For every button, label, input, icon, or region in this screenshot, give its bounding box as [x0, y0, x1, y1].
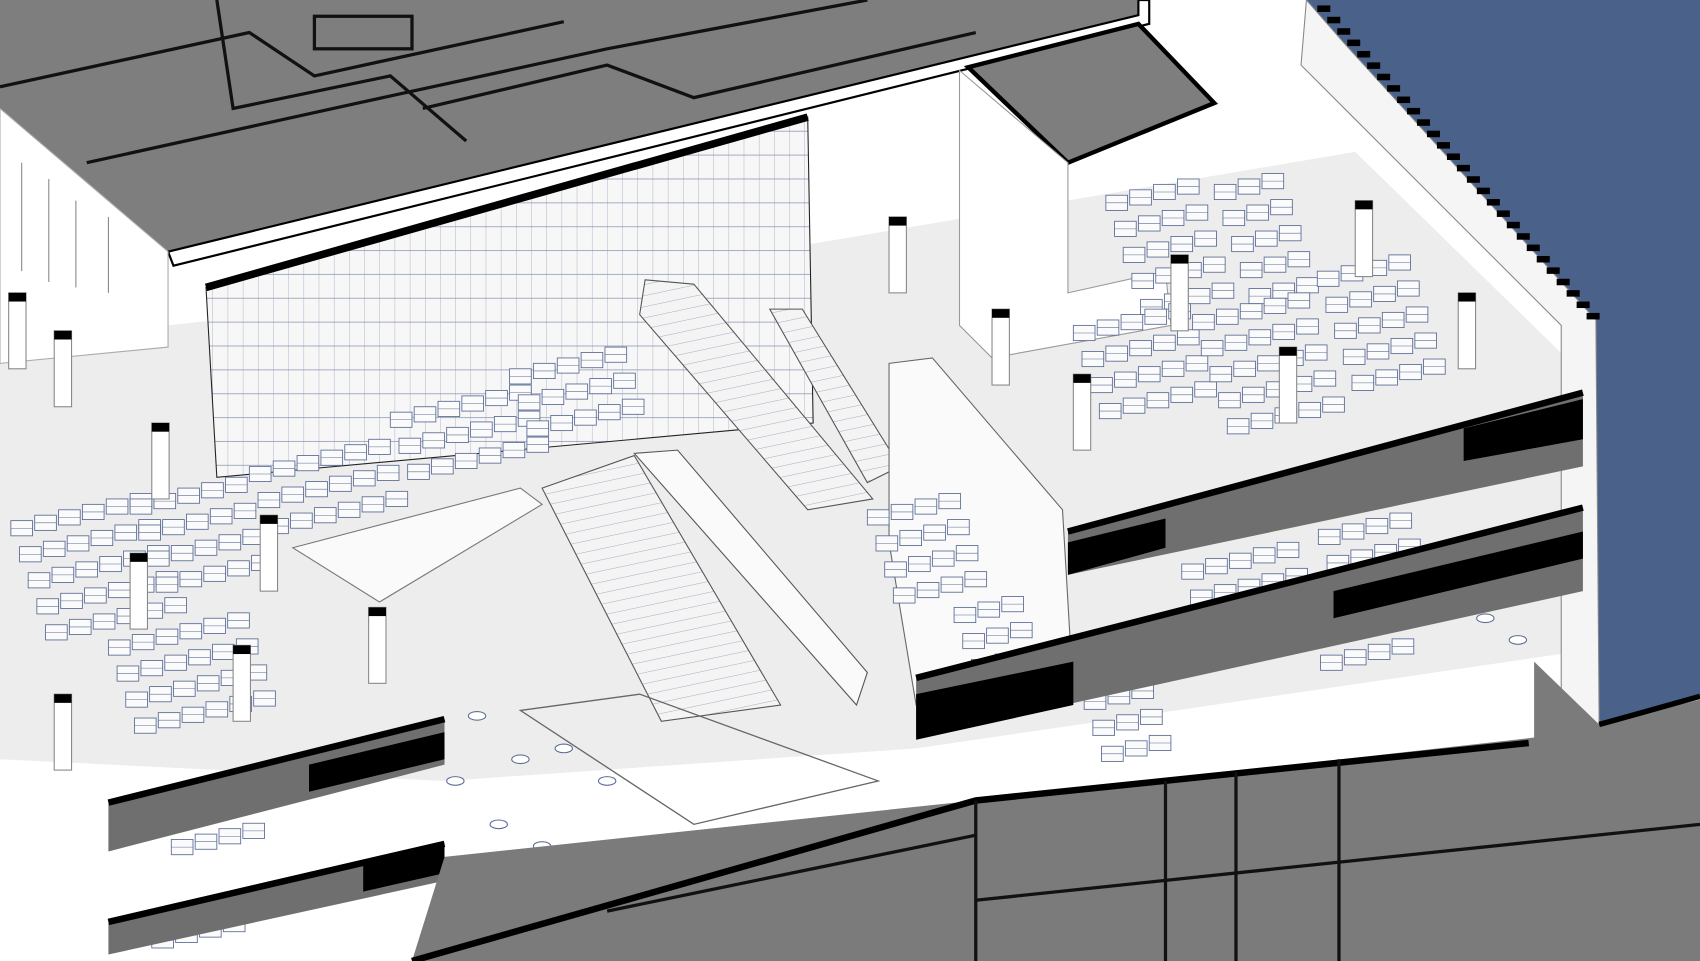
roof-walls: [0, 0, 977, 165]
stair-landing: [291, 487, 544, 603]
column: [1170, 254, 1189, 332]
column: [1072, 373, 1092, 451]
stepped-seating: [518, 693, 881, 826]
column: [1354, 200, 1374, 278]
facade-fin: [1397, 96, 1411, 104]
tower-roof: [963, 21, 1219, 166]
slab-edge: [1067, 389, 1584, 535]
column: [888, 216, 907, 294]
column-cap: [368, 607, 386, 617]
facade-fin: [1327, 16, 1341, 24]
column-cap: [151, 423, 170, 432]
slab-left-lower-black: [363, 843, 445, 892]
furniture: [10, 173, 1528, 949]
bookshelf-wall-top: [204, 113, 809, 292]
grand-stair-balustrade: [633, 449, 868, 707]
cafe-table: [489, 819, 508, 830]
facade-fin: [1367, 62, 1381, 69]
roof-edge-wall: [166, 0, 1151, 268]
column-cap: [130, 553, 148, 562]
slab-right-upper-black: [1067, 518, 1166, 575]
facade-fin: [1347, 39, 1361, 47]
cafe-table: [554, 743, 573, 754]
facade-fin: [1506, 221, 1520, 229]
column-cap: [1458, 292, 1476, 302]
column-cap: [260, 515, 278, 524]
roof: [0, 0, 1139, 252]
facade-fin: [1337, 28, 1351, 35]
column: [129, 552, 148, 630]
slab-edge: [107, 840, 446, 926]
facade-fin: [1436, 142, 1450, 149]
facade-fin: [1486, 199, 1500, 206]
slab-right-mid-black-2: [1333, 531, 1583, 619]
cafe-table: [1476, 613, 1495, 624]
left-wall: [0, 107, 169, 364]
facade-fin: [1576, 301, 1590, 309]
facade-fin: [1456, 164, 1470, 172]
cafe-table: [467, 710, 487, 721]
slab-left-lower: [108, 846, 445, 955]
column: [53, 330, 73, 408]
cafe-table: [511, 754, 530, 765]
facade-fin: [1476, 187, 1490, 195]
facade-fin: [1417, 119, 1431, 126]
column: [151, 422, 170, 500]
facade-fins: [1317, 5, 1600, 320]
slab-edge: [107, 715, 446, 806]
column-cap: [233, 645, 251, 655]
cafe-table: [597, 776, 617, 786]
columns: [8, 200, 1477, 771]
facade-fin: [1387, 85, 1401, 92]
column: [232, 644, 251, 722]
cafe-table: [446, 776, 465, 786]
ground-line: [1598, 693, 1700, 728]
column-cap: [1170, 254, 1189, 264]
facade-fin: [1586, 312, 1600, 320]
column: [1457, 292, 1477, 370]
facade-fin: [1317, 5, 1331, 12]
column-cap: [889, 216, 907, 226]
facade-fin: [1377, 73, 1391, 81]
facade-fin: [1407, 107, 1421, 115]
slab-right-upper-black-2: [1463, 399, 1583, 461]
upper-stair: [639, 279, 874, 511]
slab-right-mid: [916, 509, 1583, 738]
column-cap: [1073, 374, 1091, 383]
column: [259, 514, 279, 592]
facade-fin: [1357, 50, 1371, 58]
facade-fin: [1427, 130, 1441, 138]
facade-fin: [1466, 176, 1480, 183]
column: [8, 292, 27, 370]
column-cap: [1355, 200, 1373, 210]
basement-walls: [606, 759, 1700, 961]
cafe-table: [1508, 635, 1528, 645]
slab-right-mid-black: [916, 661, 1074, 740]
slab-right-upper: [1067, 395, 1583, 575]
facade-fin: [1536, 255, 1550, 263]
facade-fin: [1566, 290, 1580, 297]
column: [53, 693, 73, 771]
left-wall-windows: [21, 162, 109, 293]
slab-edge: [915, 504, 1584, 682]
facade-fin: [1496, 210, 1510, 217]
facade-fin: [1516, 233, 1530, 240]
column: [368, 606, 387, 684]
facade-fin: [1446, 153, 1460, 160]
column-cap: [54, 330, 72, 340]
grand-stair: [541, 454, 782, 722]
facade-fin: [1546, 267, 1560, 274]
facade-fin: [1556, 278, 1570, 286]
facade-fin: [1526, 244, 1540, 252]
column-cap: [54, 694, 72, 703]
column: [991, 308, 1010, 386]
slab-left-upper-black: [308, 732, 445, 792]
column-cap: [992, 309, 1010, 318]
column: [1278, 346, 1298, 424]
sky: [1306, 0, 1700, 725]
column-cap: [1279, 347, 1297, 356]
column-cap: [8, 292, 27, 302]
